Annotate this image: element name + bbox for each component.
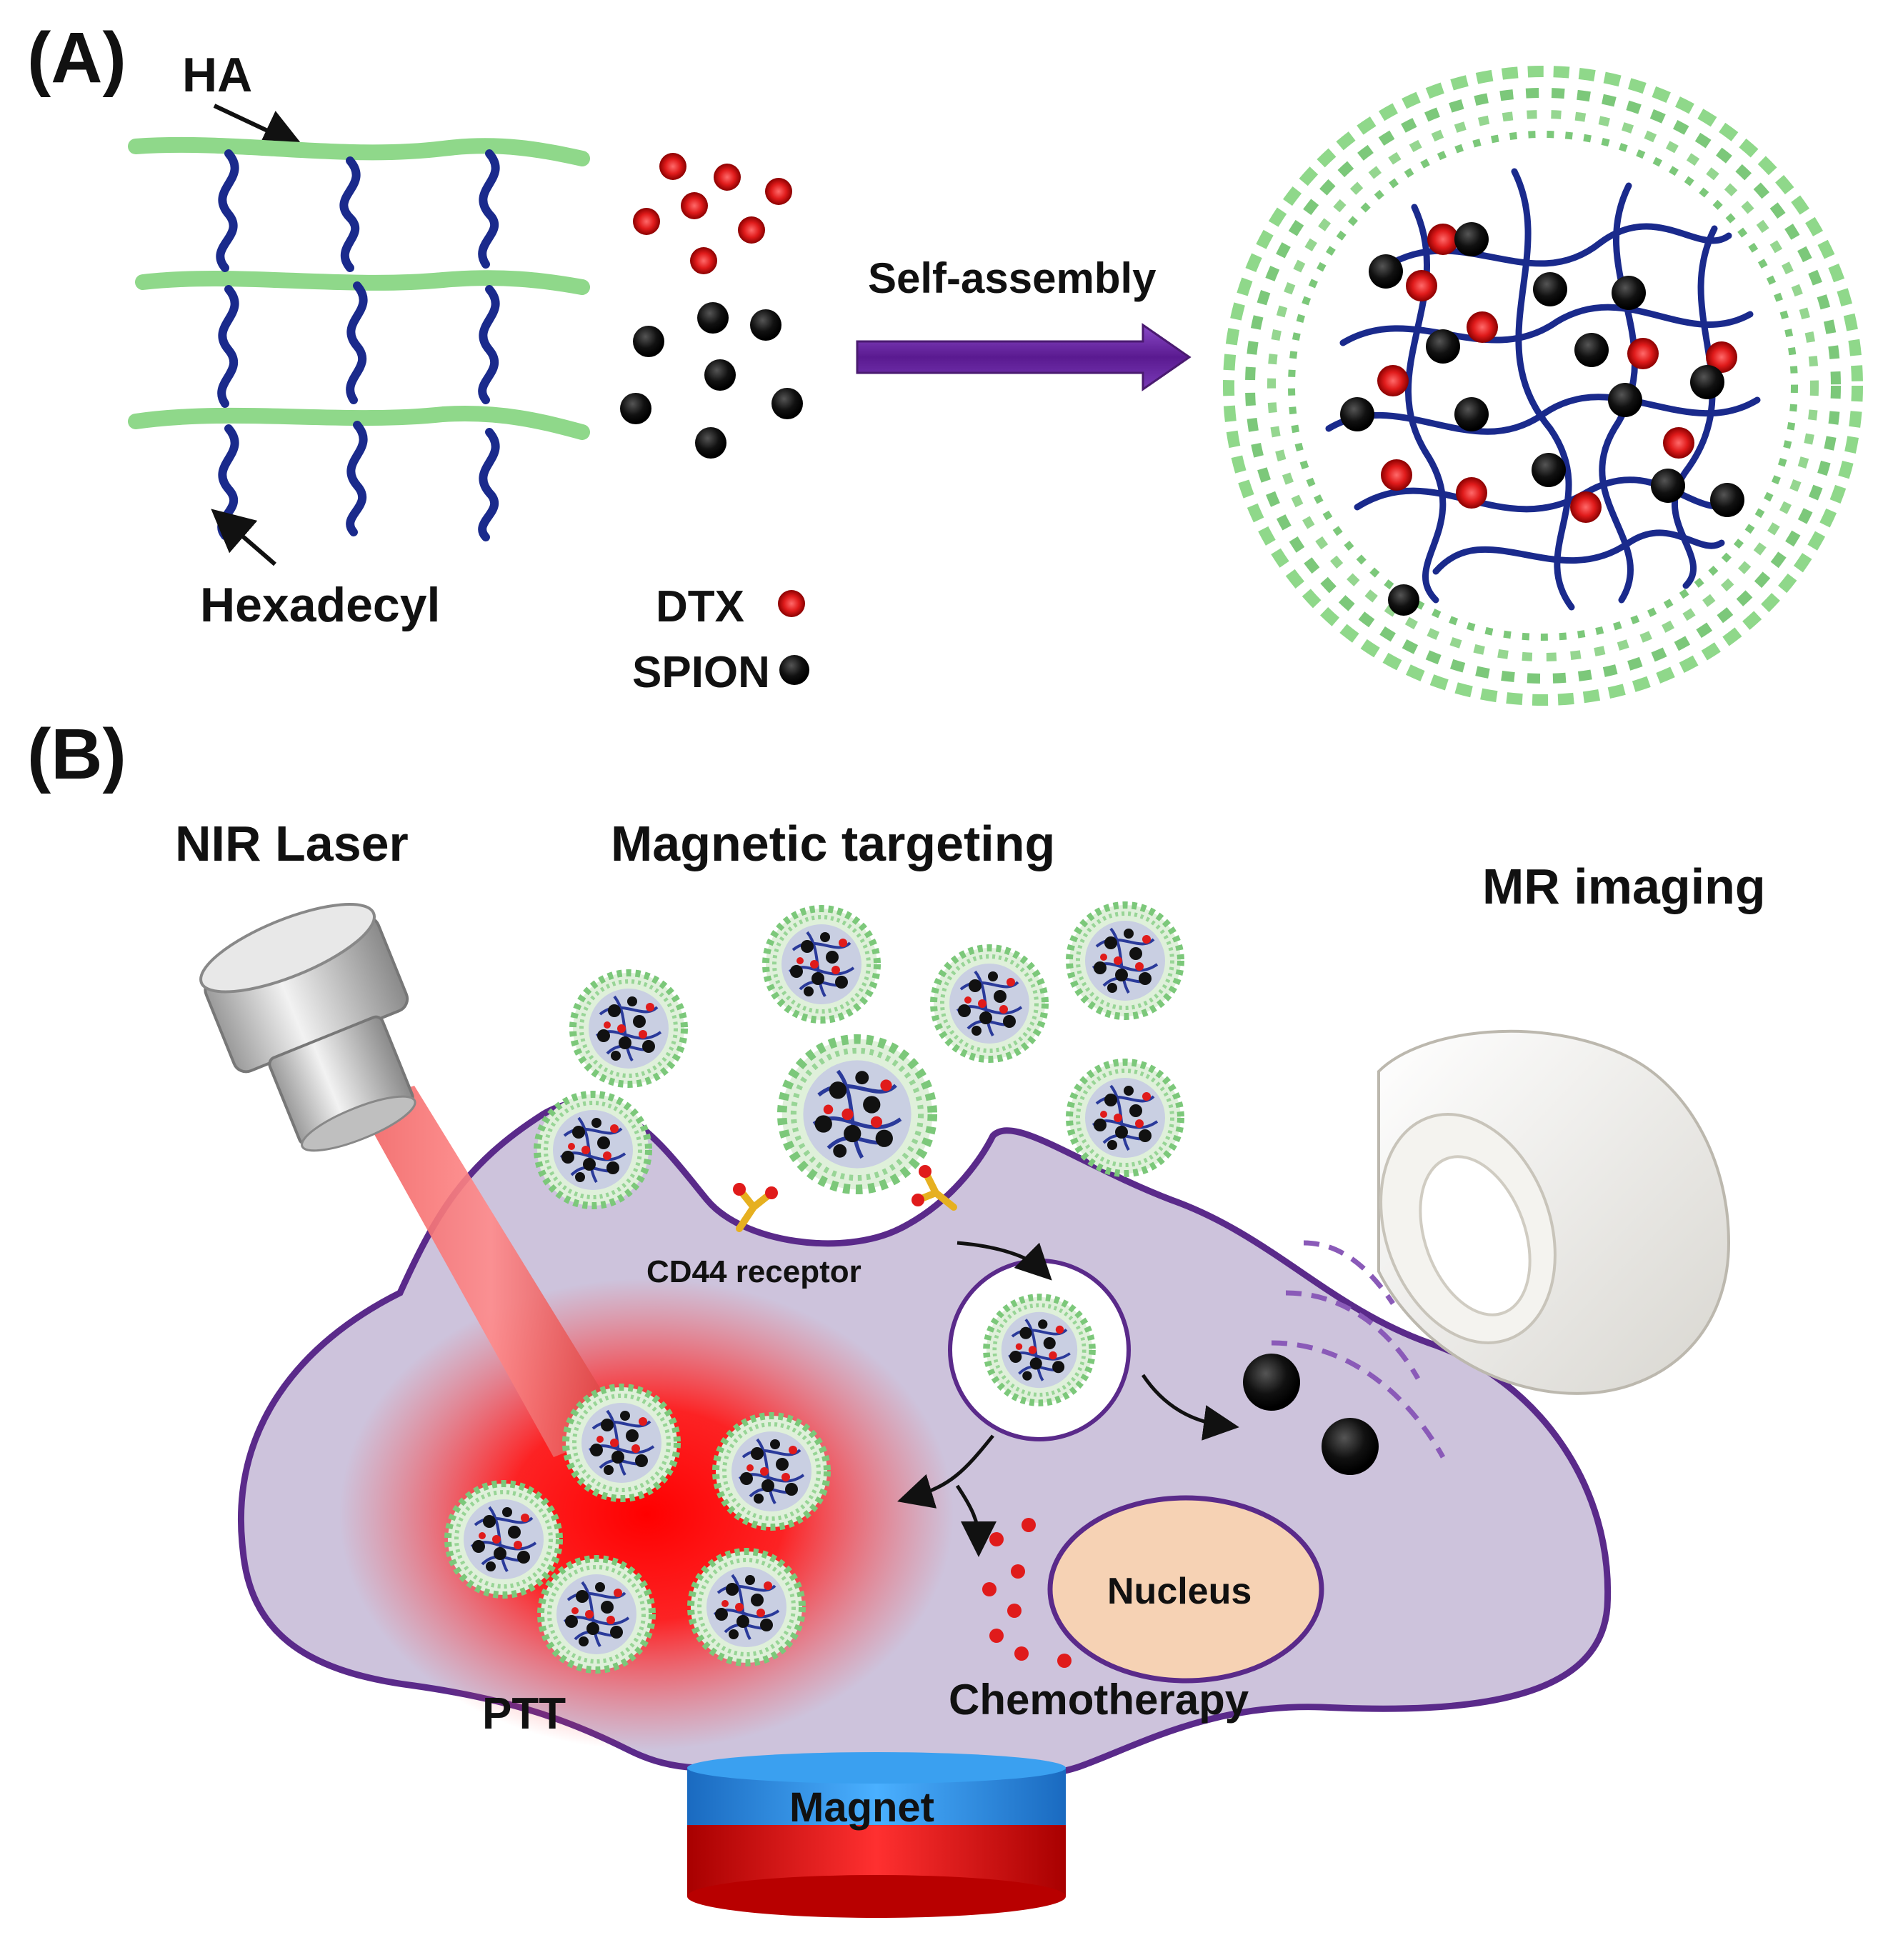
- spion-legend-label: SPION: [632, 648, 770, 697]
- ha-chain-2: [135, 270, 590, 295]
- magnetic-targeting-label: Magnetic targeting: [611, 816, 1055, 871]
- free-spion-particles: [620, 302, 803, 459]
- self-assembly-arrow: [856, 323, 1192, 391]
- panel-a: (A) HA Hexadecyl: [27, 18, 1868, 711]
- hexadecyl-tail: [478, 149, 500, 269]
- dtx-particle: [633, 208, 660, 235]
- ptt-nanoparticle: [448, 1484, 559, 1595]
- spion-particle: [771, 388, 803, 419]
- hexadecyl-tail: [216, 149, 239, 272]
- nanoparticle: [1069, 1062, 1181, 1174]
- released-spion: [1243, 1354, 1300, 1411]
- released-dtx: [982, 1518, 1072, 1668]
- spion-legend-swatch: [779, 655, 809, 685]
- dtx-legend-swatch: [778, 590, 805, 617]
- spion-particle: [620, 393, 651, 424]
- mr-imaging-label: MR imaging: [1482, 859, 1766, 914]
- ha-chain-1: [128, 136, 590, 166]
- panel-b: (B) NIR Laser Magnetic targeting MR imag…: [27, 714, 1766, 1918]
- arrow-to-ptt: [897, 1434, 994, 1509]
- spion-particle: [633, 326, 664, 357]
- receptor-ligand: [911, 1194, 924, 1206]
- endosome-nanoparticle: [987, 1297, 1092, 1403]
- nanoparticle: [573, 973, 684, 1084]
- nanoparticle: [1069, 905, 1181, 1016]
- nucleus: [1047, 1495, 1324, 1684]
- process-arrows: [897, 1241, 1239, 1557]
- dtx-legend-label: DTX: [656, 582, 744, 631]
- released-spion: [1322, 1418, 1379, 1475]
- receptor-ligand: [919, 1165, 931, 1178]
- nir-laser-label: NIR Laser: [175, 816, 409, 871]
- hexadecyl-tail: [217, 424, 239, 540]
- nanoparticle-binding: [782, 1039, 933, 1190]
- nanoparticle: [537, 1094, 649, 1206]
- hexadecyl-tail: [346, 421, 368, 536]
- hexadecyl-tail: [478, 428, 500, 541]
- ptt-nanoparticle: [691, 1551, 802, 1663]
- ptt-heat-zone: [339, 1279, 954, 1750]
- assembled-nanoparticle: [1218, 61, 1868, 711]
- free-dtx-particles: [633, 153, 792, 274]
- receptor-ligand: [765, 1186, 778, 1199]
- dtx-particle: [690, 247, 717, 274]
- dtx-particle: [765, 178, 792, 205]
- spion-particle: [695, 427, 726, 459]
- hexadecyl-tail: [478, 285, 500, 404]
- self-assembly-label: Self-assembly: [868, 254, 1157, 302]
- magnet-label: Magnet: [789, 1784, 934, 1831]
- spion-particle: [704, 359, 736, 391]
- laser-beam: [357, 1086, 625, 1457]
- nanoparticle: [766, 909, 877, 1020]
- dtx-particle: [681, 192, 708, 219]
- panel-b-label: (B): [27, 714, 126, 794]
- mr-signal-waves: [1271, 1240, 1446, 1459]
- dtx-particle: [738, 216, 765, 244]
- hexadecyl-tail: [339, 156, 361, 272]
- nanoparticle: [934, 948, 1045, 1059]
- spion-particle: [750, 309, 781, 341]
- nucleus-label: Nucleus: [1107, 1571, 1252, 1612]
- cd44-receptor-label: CD44 receptor: [646, 1254, 861, 1289]
- arrow-to-chemotherapy: [955, 1484, 997, 1557]
- arrow-to-spion-release: [1141, 1374, 1239, 1441]
- mr-coil: [1377, 1029, 1731, 1395]
- hexadecyl-pointer-line: [211, 509, 276, 566]
- ptt-label: PTT: [482, 1689, 566, 1739]
- ptt-nanoparticle: [716, 1416, 827, 1527]
- ha-pointer-line: [213, 104, 306, 150]
- ha-chain-3: [128, 406, 590, 440]
- dtx-particle: [659, 153, 686, 180]
- hexadecyl-tail: [346, 281, 368, 404]
- ha-label: HA: [182, 48, 252, 102]
- dtx-particle: [714, 164, 741, 191]
- magnet: [687, 1752, 1066, 1918]
- hexadecyl-label: Hexadecyl: [200, 578, 440, 632]
- receptor-ligand: [733, 1183, 746, 1196]
- panel-a-label: (A): [27, 18, 126, 98]
- endosome: [948, 1259, 1131, 1441]
- arrow-to-endosome: [957, 1241, 1052, 1281]
- spion-particle: [697, 302, 729, 334]
- ptt-nanoparticle: [566, 1387, 677, 1499]
- nir-laser-device: [199, 903, 625, 1457]
- polymer-chains: [128, 136, 590, 540]
- ptt-nanoparticle: [541, 1559, 652, 1670]
- hexadecyl-tail: [217, 285, 239, 408]
- chemotherapy-label: Chemotherapy: [949, 1676, 1249, 1724]
